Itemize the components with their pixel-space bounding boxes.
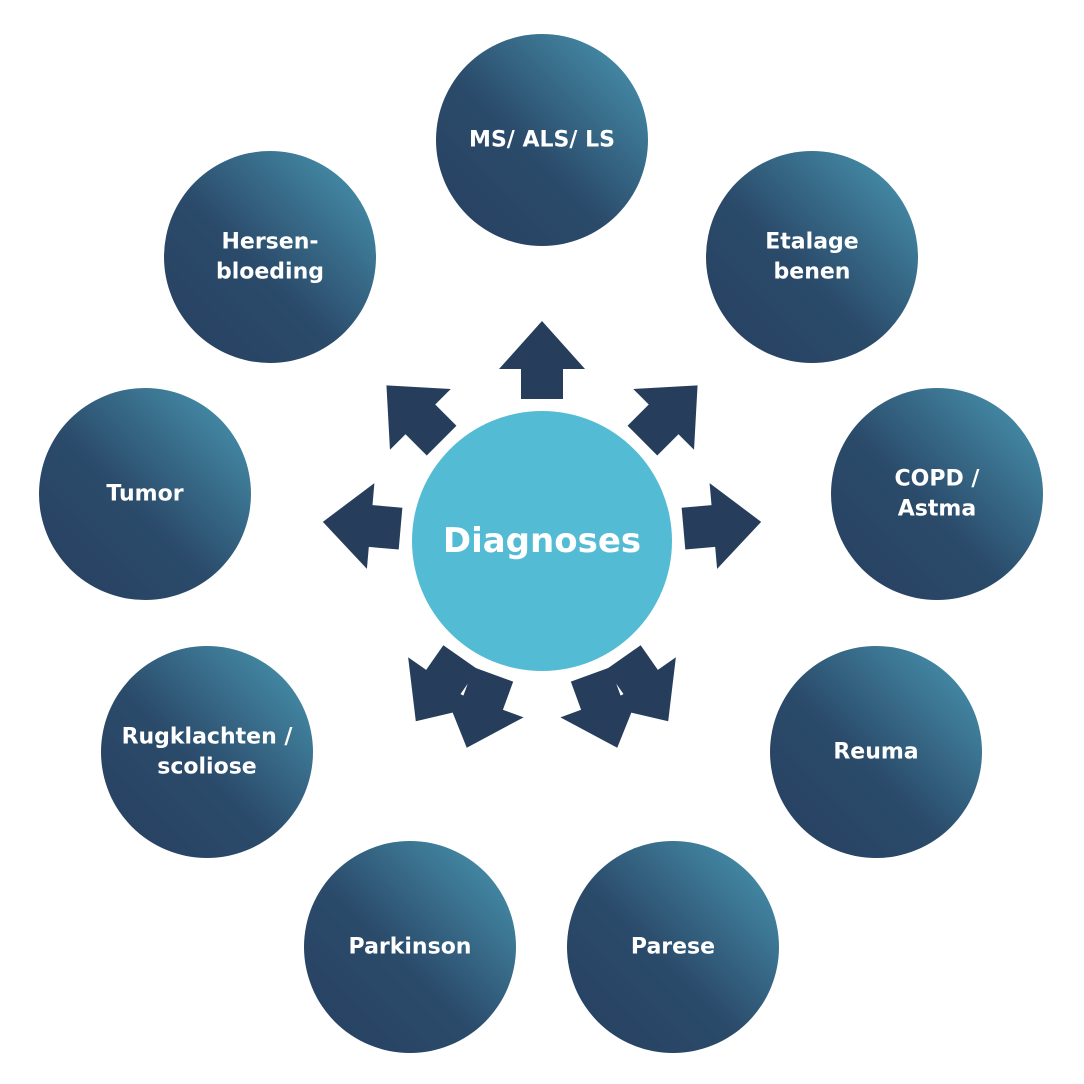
- diagnosis-label: Etalage: [765, 230, 858, 255]
- diagnosis-label: Astma: [898, 497, 976, 522]
- diagnosis-node: Etalage benen: [706, 151, 918, 363]
- diagnosis-circle: [567, 841, 779, 1053]
- diagnosis-circle: [101, 646, 313, 858]
- diagnosis-label: benen: [774, 260, 851, 285]
- center-label: Diagnoses: [443, 521, 641, 561]
- arrows-group: [322, 321, 762, 748]
- diagnosis-circle: [706, 151, 918, 363]
- diagnosis-node: Reuma: [770, 646, 982, 858]
- diagnosis-node: Parese: [567, 841, 779, 1053]
- diagnosis-node: Tumor: [39, 388, 251, 600]
- arrow: [560, 667, 642, 748]
- diagnosis-circle: [39, 388, 251, 600]
- diagnosis-node: Hersen-bloeding: [164, 151, 376, 363]
- diagnosis-circle: [770, 646, 982, 858]
- diagnosis-label: bloeding: [216, 260, 324, 285]
- diagnosis-label: Tumor: [106, 482, 183, 507]
- diagnosis-circle: [164, 151, 376, 363]
- diagnosis-label: COPD /: [895, 467, 981, 492]
- diagnosis-label: Parese: [631, 935, 715, 960]
- diagnosis-label: Reuma: [833, 740, 918, 765]
- center-node: Diagnoses: [412, 411, 672, 671]
- diagnosis-label: Hersen-: [222, 230, 319, 255]
- arrow: [499, 321, 585, 399]
- center-circle: [412, 411, 672, 671]
- arrow: [386, 385, 457, 456]
- arrow: [681, 483, 762, 569]
- diagnosis-node: MS/ ALS/ LS: [436, 34, 648, 246]
- diagnosis-circle: [304, 841, 516, 1053]
- diagnosis-node: COPD / Astma: [831, 388, 1043, 600]
- diagnosis-circle: [436, 34, 648, 246]
- arrow: [442, 667, 524, 748]
- diagnosis-node: Rugklachten / scoliose: [101, 646, 313, 858]
- diagnosis-label: MS/ ALS/ LS: [469, 128, 615, 153]
- arrow: [627, 385, 698, 456]
- diagnosis-label: Parkinson: [349, 935, 472, 960]
- diagnosis-circle: [831, 388, 1043, 600]
- diagnosis-label: scoliose: [157, 755, 256, 780]
- diagnosis-node: Parkinson: [304, 841, 516, 1053]
- arrow: [322, 483, 403, 569]
- diagnosis-label: Rugklachten /: [122, 725, 294, 750]
- arrow: [408, 645, 479, 722]
